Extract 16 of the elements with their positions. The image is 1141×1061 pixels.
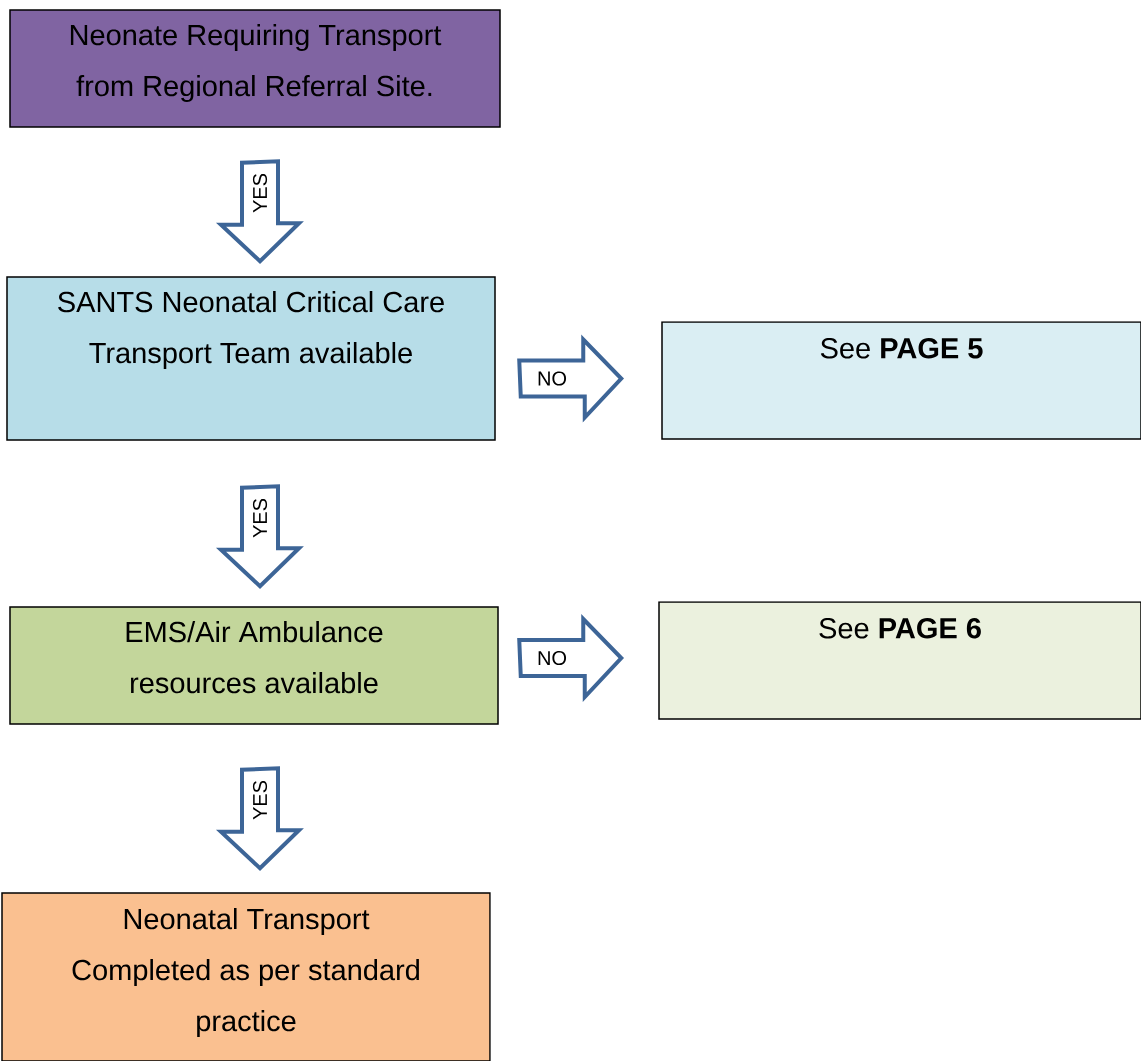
- block-arrow: [215, 159, 304, 264]
- block-arrow: [517, 334, 625, 423]
- block-arrow: [517, 614, 625, 703]
- process-box: See PAGE 6: [658, 601, 1141, 720]
- process-box: See PAGE 5: [661, 321, 1141, 440]
- edge-label: NO: [538, 650, 567, 666]
- block-arrow: [215, 484, 304, 589]
- edge-label: YES: [252, 498, 268, 538]
- block-arrow: [215, 766, 304, 871]
- process-box: Neonate Requiring Transport from Regional Referral Site.: [9, 9, 501, 128]
- process-box: EMS/Air Ambulance resources available: [9, 606, 499, 725]
- edge-label: YES: [252, 173, 268, 213]
- edge-label: YES: [252, 780, 268, 820]
- edge-label: NO: [538, 371, 567, 386]
- process-box: Neonatal Transport Completed as per standard practice: [1, 892, 491, 1061]
- process-box: SANTS Neonatal Critical Care Transport Team available: [6, 276, 496, 441]
